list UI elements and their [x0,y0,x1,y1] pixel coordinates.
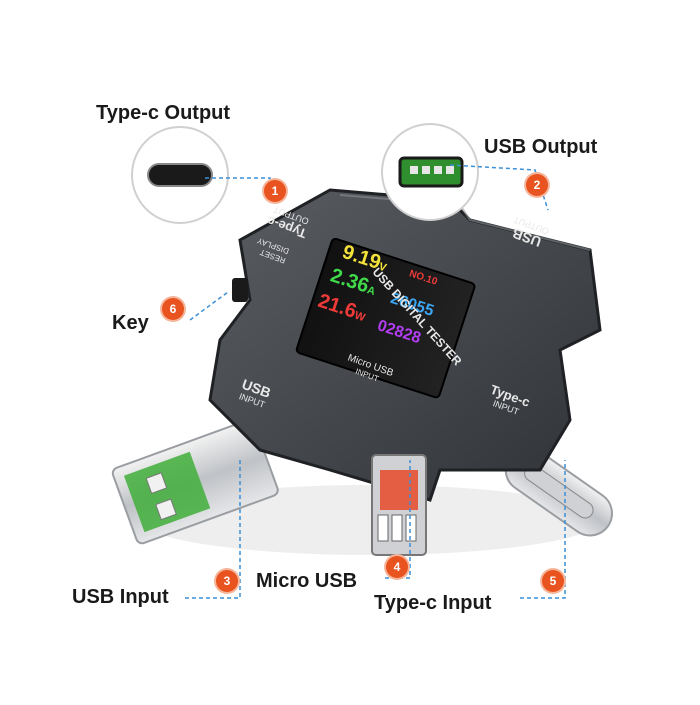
callout-usb-input: USB Input [72,586,169,608]
callout-lines [185,164,566,599]
badge-1: 1 [264,180,286,202]
typec-output-inset [131,126,229,224]
callout-micro-usb: Micro USB [256,570,358,592]
usb-a-plug [111,419,279,545]
callout-typec-input: Type-c Input [374,592,492,614]
channel-label: NO.10 [407,268,439,288]
micro-usb-connector [371,454,427,556]
callout-key: Key [112,312,149,334]
badge-2: 2 [526,174,548,196]
badge-5: 5 [542,570,564,592]
lcd-screen [295,237,476,399]
badge-6: 6 [162,298,184,320]
power-unit: W [352,309,367,325]
callout-usb-output: USB Output [484,136,598,158]
badge-4: 4 [386,556,408,578]
callout-typec-output: Type-c Output [96,102,231,124]
usb-output-inset [381,123,479,221]
badge-3: 3 [216,570,238,592]
key-button[interactable] [232,278,248,302]
